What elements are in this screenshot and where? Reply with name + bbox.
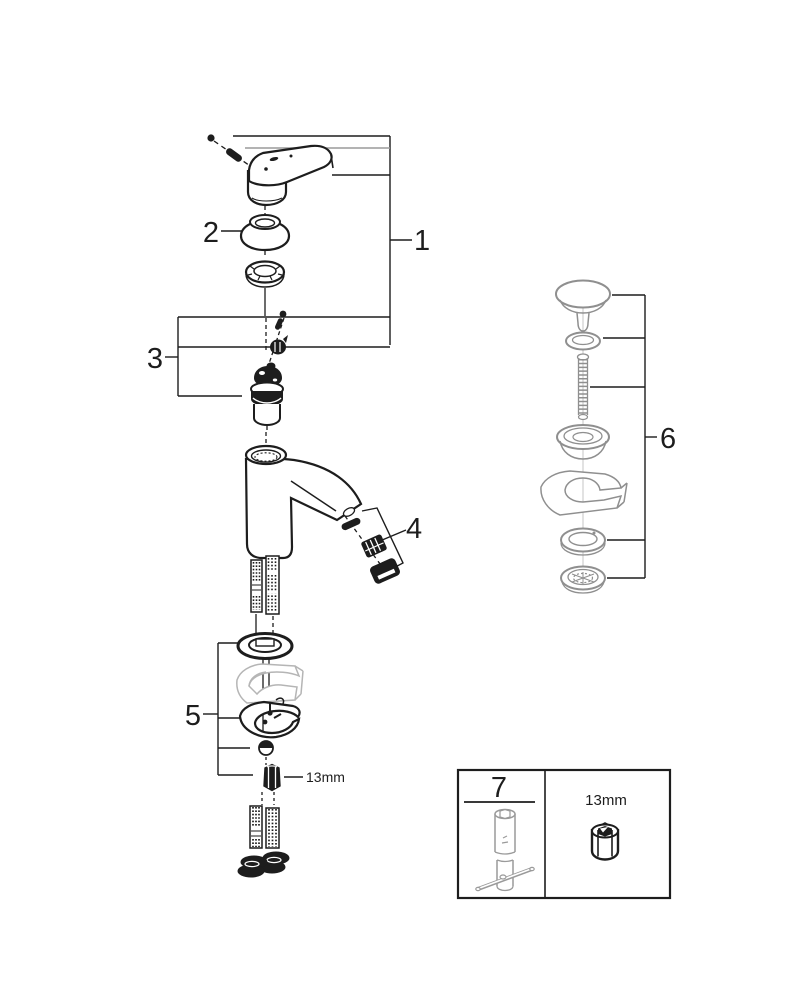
callout-label-3: 3 xyxy=(147,343,163,375)
hex-nut-13mm-drawing xyxy=(590,822,620,861)
drain-top-flange-drawing xyxy=(556,424,610,460)
mounting-nut-13mm-drawing xyxy=(263,763,281,792)
threaded-mounting-ring-drawing xyxy=(244,260,286,288)
legend-box xyxy=(456,768,672,900)
legend-number-label: 7 xyxy=(491,772,507,804)
ceramic-cartridge-drawing xyxy=(250,362,284,427)
drain-bottom-flange-drawing xyxy=(560,565,606,594)
callout-label-2: 2 xyxy=(203,217,219,249)
base-gasket-ring-drawing xyxy=(236,632,294,660)
faucet-body-drawing xyxy=(244,444,363,560)
handle-dome-ring-drawing xyxy=(239,214,291,252)
aerator-housing-drawing xyxy=(370,558,400,584)
legend-nut-size-label: 13mm xyxy=(585,792,627,809)
callout-label-1: 1 xyxy=(414,225,430,257)
aerator-insert-drawing xyxy=(361,534,387,558)
callout-label-5: 5 xyxy=(185,700,201,732)
handle-screw-drawing xyxy=(207,134,242,162)
nut-size-label: 13mm xyxy=(306,769,345,785)
drain-deck-cutaway-drawing xyxy=(540,470,628,516)
aerator-gasket-drawing xyxy=(341,517,361,531)
socket-wrench-tool-drawing xyxy=(475,808,535,892)
drain-washer-drawing xyxy=(560,527,606,556)
mounting-horseshoe-bracket-drawing xyxy=(238,697,301,739)
drain-threaded-rod-drawing xyxy=(576,353,590,421)
cartridge-screw-drawing xyxy=(274,310,287,330)
callout-bracket-1 xyxy=(233,135,412,345)
deck-cutaway-drawing xyxy=(236,663,304,704)
washer-ball-drawing xyxy=(258,740,274,756)
drain-plug-drawing xyxy=(555,279,611,332)
callout-label-6: 6 xyxy=(660,423,676,455)
mounting-studs-drawing xyxy=(250,555,280,615)
supply-hoses-drawing xyxy=(237,805,290,878)
callout-bracket-6 xyxy=(590,294,657,579)
callout-label-4: 4 xyxy=(406,513,422,545)
lever-handle-drawing xyxy=(246,144,334,207)
drain-assembly-drawing xyxy=(540,279,628,594)
cartridge-nut-drawing xyxy=(270,335,288,355)
drain-seal-ring-drawing xyxy=(565,331,601,351)
